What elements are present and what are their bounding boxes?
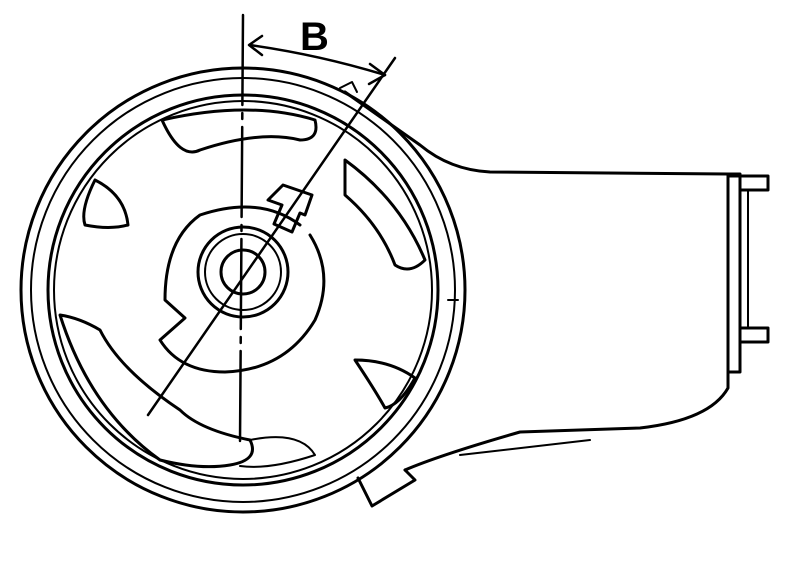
bracket-arm [343, 90, 730, 472]
bottom-tab [356, 468, 417, 508]
mounting-flange [726, 172, 742, 374]
insulator-tab-right-lower [353, 358, 417, 410]
direction-arrow [266, 183, 314, 234]
flange-stud-top [726, 174, 770, 192]
center-bushing-inner [219, 248, 267, 296]
bracket-arm-lower-edge [459, 439, 591, 456]
insulator-tab-bottom [239, 436, 316, 468]
insulator-tab-right-upper [343, 158, 427, 271]
dimension-arc [248, 43, 387, 77]
central-boss [158, 205, 326, 374]
dimension-arrowhead-left [247, 34, 264, 57]
insulator-tab-left [82, 178, 130, 229]
center-bushing-outer [196, 225, 290, 319]
housing-tick-top [339, 81, 358, 93]
center-bushing-mid [204, 233, 282, 311]
insulator-tab-top [160, 108, 318, 154]
dimension-label-b: B [300, 15, 329, 59]
insulator-tab-lower-left [58, 313, 254, 469]
dimension-arrowhead-right [367, 62, 387, 86]
angled-reference-line [146, 56, 397, 417]
vertical-centerline [238, 13, 245, 444]
flange-stud-bottom [738, 326, 770, 344]
